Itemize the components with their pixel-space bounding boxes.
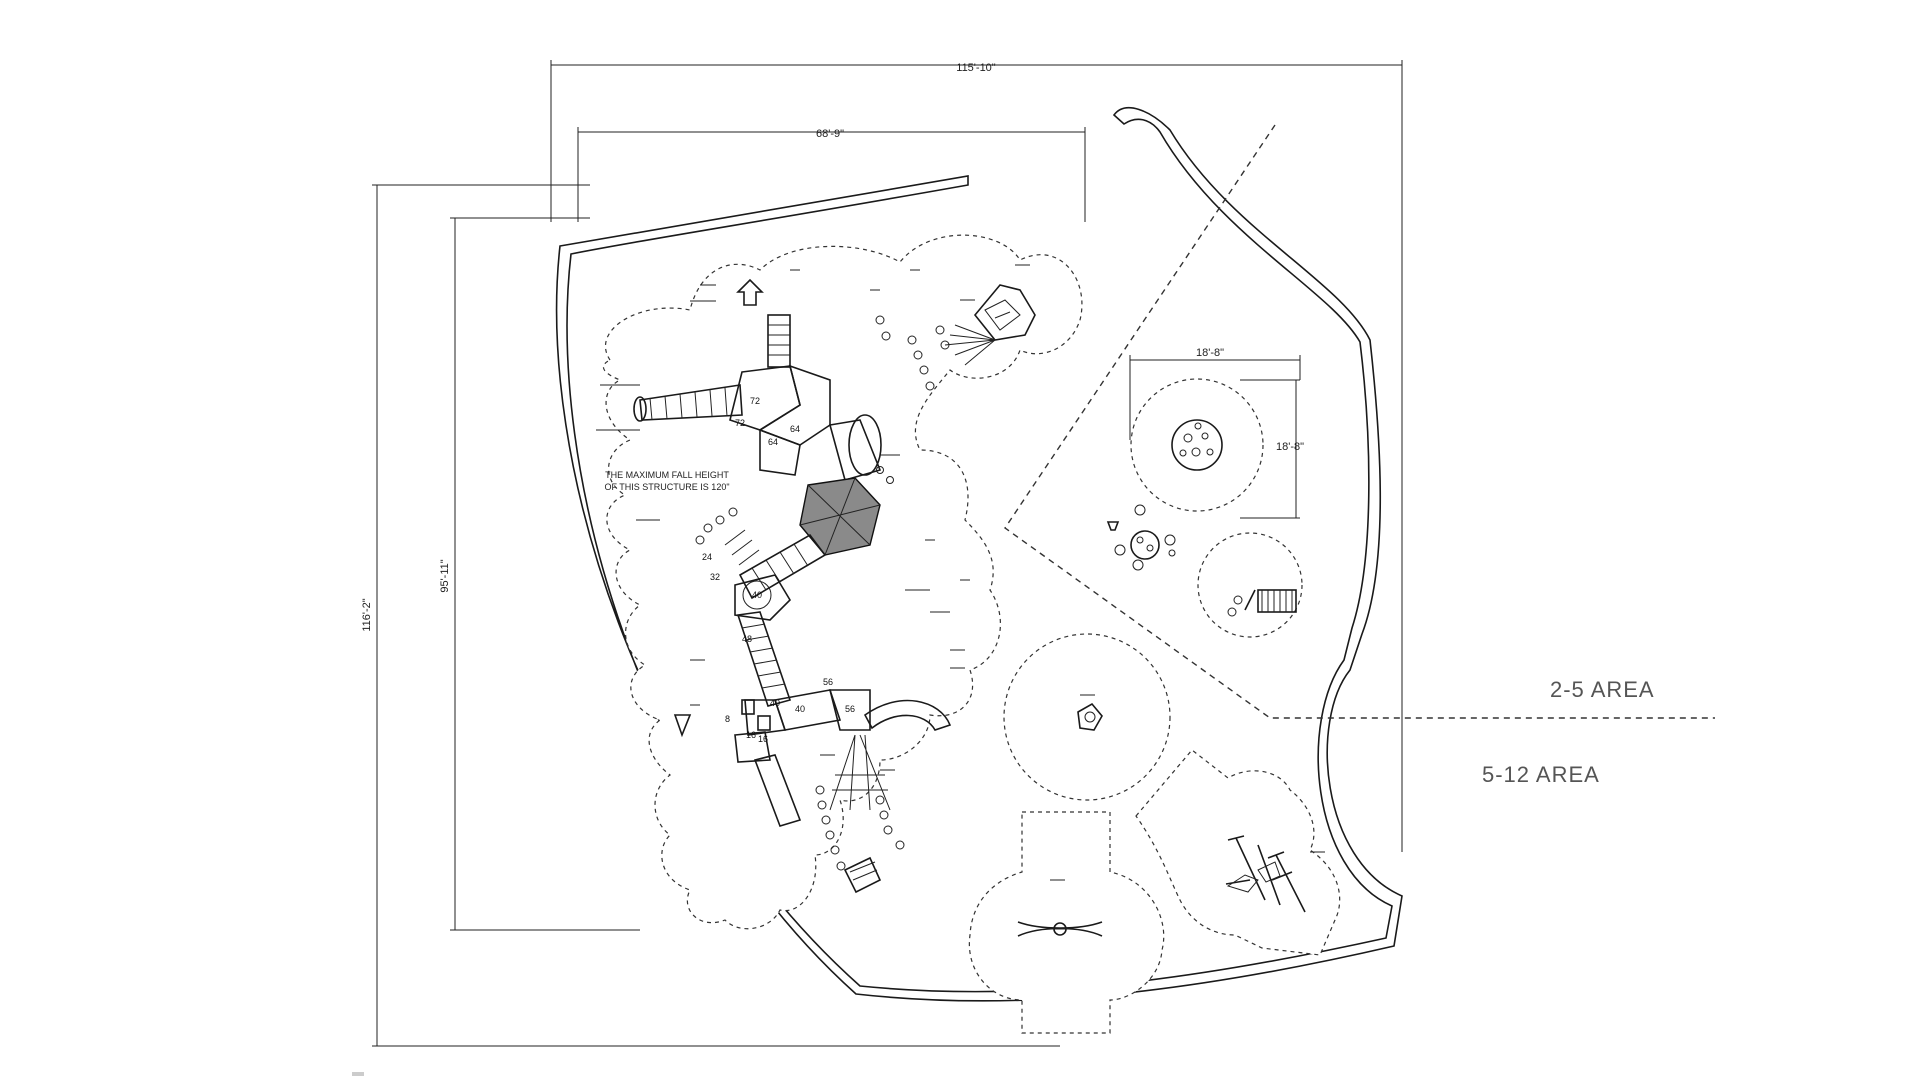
deck-number: 8: [725, 714, 730, 724]
playhouse-zone: [1197, 532, 1303, 638]
deck-number: 40: [770, 698, 780, 708]
deck-number: 32: [710, 572, 720, 582]
sheet-mark: [352, 1072, 364, 1076]
overall-width-label: 115'-10": [956, 62, 996, 74]
dimension-lines: [372, 60, 1403, 1047]
accessible-route-arrow-top: [736, 278, 764, 306]
deck-number: 72: [735, 418, 745, 428]
zone-height-label: 18'-8": [1276, 441, 1304, 453]
structure-height-label: 95'-11": [439, 559, 451, 592]
deck-number: 16: [746, 730, 756, 740]
crawl-tube: [843, 856, 882, 894]
deck-number: 64: [790, 424, 800, 434]
main-structure-safety-zone: [602, 234, 1083, 930]
area-label-5-12: 5-12 AREA: [1482, 762, 1600, 787]
swing-set-zone: [1135, 749, 1341, 956]
main-play-structure: [633, 314, 952, 827]
climbing-dome-zone: [1130, 378, 1264, 512]
deck-number: 40: [752, 590, 762, 600]
deck-number-labels: 72 72 64 64 40 40 40 56 56 48 32 24 16 8…: [702, 396, 855, 744]
deck-number: 56: [845, 704, 855, 714]
deck-number: 64: [768, 437, 778, 447]
boulder-climber: [944, 284, 1036, 366]
deck-number: 16: [758, 734, 768, 744]
zone-width-label: 18'-8": [1196, 347, 1224, 359]
fall-height-note-line1: THE MAXIMUM FALL HEIGHT: [605, 470, 729, 480]
deck-number: 48: [742, 634, 752, 644]
deck-number: 24: [702, 552, 712, 562]
accessible-route-arrow-bottom: [673, 714, 692, 738]
fall-height-note-line2: OF THIS STRUCTURE IS 120": [604, 482, 729, 492]
site-boundary: [555, 106, 1403, 1002]
deck-number: 56: [823, 677, 833, 687]
area-divider: [1004, 124, 1715, 719]
equipment-callouts: [596, 264, 1325, 881]
activity-cluster: [1106, 504, 1176, 571]
seesaw-zone: [968, 811, 1165, 1034]
deck-number: 40: [795, 704, 805, 714]
structure-width-label: 68'-9": [816, 128, 844, 140]
overall-height-label: 116'-2": [361, 598, 373, 631]
area-label-2-5: 2-5 AREA: [1550, 677, 1655, 702]
deck-number: 72: [750, 396, 760, 406]
spinner-zone: [1003, 633, 1171, 801]
